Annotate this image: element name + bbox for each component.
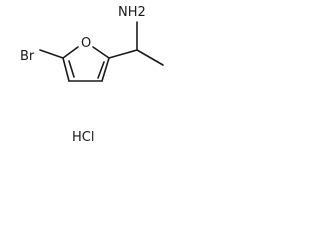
structure-diagram: Br O NH2 HCl — [0, 0, 190, 151]
bond-c5-br — [39, 49, 64, 59]
molecule-drawing: Br O NH2 HCl — [20, 5, 164, 145]
oxygen-label: O — [81, 36, 91, 51]
amine-label: NH2 — [118, 5, 146, 20]
bond-o-c2 — [92, 46, 110, 59]
salt-label: HCl — [72, 130, 94, 145]
bond-c2-c3-inner — [97, 61, 105, 79]
bond-c5-o — [62, 46, 79, 59]
bond-c2-c3 — [101, 57, 110, 82]
bond-ch-ch3 — [136, 49, 164, 66]
bond-c4-c5 — [62, 57, 70, 82]
bond-c2-ch — [108, 49, 138, 59]
bromine-label: Br — [20, 49, 35, 64]
bond-c4-c5-inner — [68, 60, 75, 78]
